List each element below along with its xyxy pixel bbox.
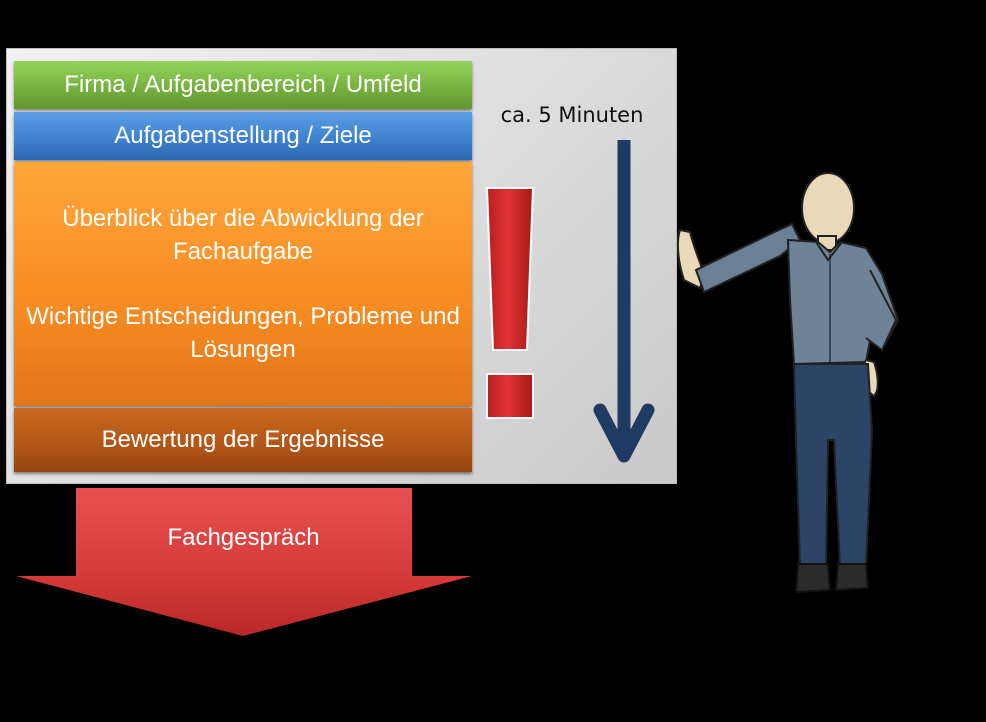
section-overview-line-2: Wichtige Entscheidungen, Probleme und Lö… [26,303,460,363]
section-task-label: Aufgabenstellung / Ziele [114,122,372,149]
section-overview: Überblick über die Abwicklung der Fachau… [14,162,472,406]
section-evaluation: Bewertung der Ergebnisse [14,408,472,472]
section-company-label: Firma / Aufgabenbereich / Umfeld [64,71,422,98]
exclamation-icon [485,187,535,419]
down-arrow-icon [593,140,655,463]
section-task: Aufgabenstellung / Ziele [14,112,472,160]
presenter-person-icon [676,172,900,594]
section-company: Firma / Aufgabenbereich / Umfeld [14,61,472,109]
section-overview-line-1: Überblick über die Abwicklung der Fachau… [62,205,424,265]
fachgespraech-arrow [16,488,472,636]
time-label: ca. 5 Minuten [500,103,644,127]
section-evaluation-label: Bewertung der Ergebnisse [101,426,385,453]
fachgespraech-label: Fachgespräch [167,524,320,551]
